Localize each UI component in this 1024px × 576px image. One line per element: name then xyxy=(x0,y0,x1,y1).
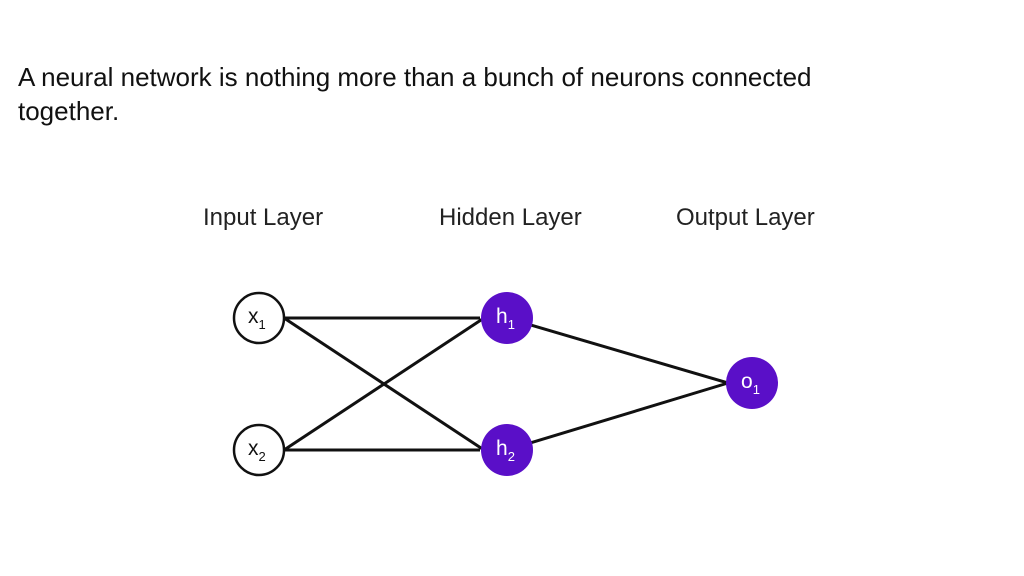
edge-x2-h1 xyxy=(283,316,485,452)
svg-text:x2: x2 xyxy=(248,437,266,464)
edge-h2-o1 xyxy=(506,381,729,452)
neuron-h1-subscript: 1 xyxy=(508,317,515,332)
neuron-o1-subscript: 1 xyxy=(753,382,760,397)
edge-h1-o1 xyxy=(506,316,729,385)
neuron-o1-label: o xyxy=(741,370,753,393)
neuron-x2-subscript: 2 xyxy=(259,449,266,464)
input-layer-label: Input Layer xyxy=(203,204,324,231)
neuron-h2: h2 xyxy=(481,424,533,476)
neuron-x1-subscript: 1 xyxy=(259,317,266,332)
output-layer-label: Output Layer xyxy=(676,204,815,231)
svg-text:h1: h1 xyxy=(496,305,515,332)
caption-text: A neural network is nothing more than a … xyxy=(18,62,812,126)
neuron-h2-subscript: 2 xyxy=(508,449,515,464)
neuron-o1: o1 xyxy=(726,357,778,409)
svg-text:o1: o1 xyxy=(741,370,760,397)
neuron-h2-label: h xyxy=(496,437,508,460)
neuron-x2-label: x xyxy=(248,437,259,460)
svg-text:h2: h2 xyxy=(496,437,515,464)
hidden-layer-label: Hidden Layer xyxy=(439,204,582,231)
neuron-h1-label: h xyxy=(496,305,508,328)
neuron-x1-label: x xyxy=(248,305,259,328)
neuron-x2: x2 xyxy=(232,423,286,477)
svg-text:x1: x1 xyxy=(248,305,266,332)
neuron-h1: h1 xyxy=(481,292,533,344)
neuron-x1: x1 xyxy=(232,291,286,345)
